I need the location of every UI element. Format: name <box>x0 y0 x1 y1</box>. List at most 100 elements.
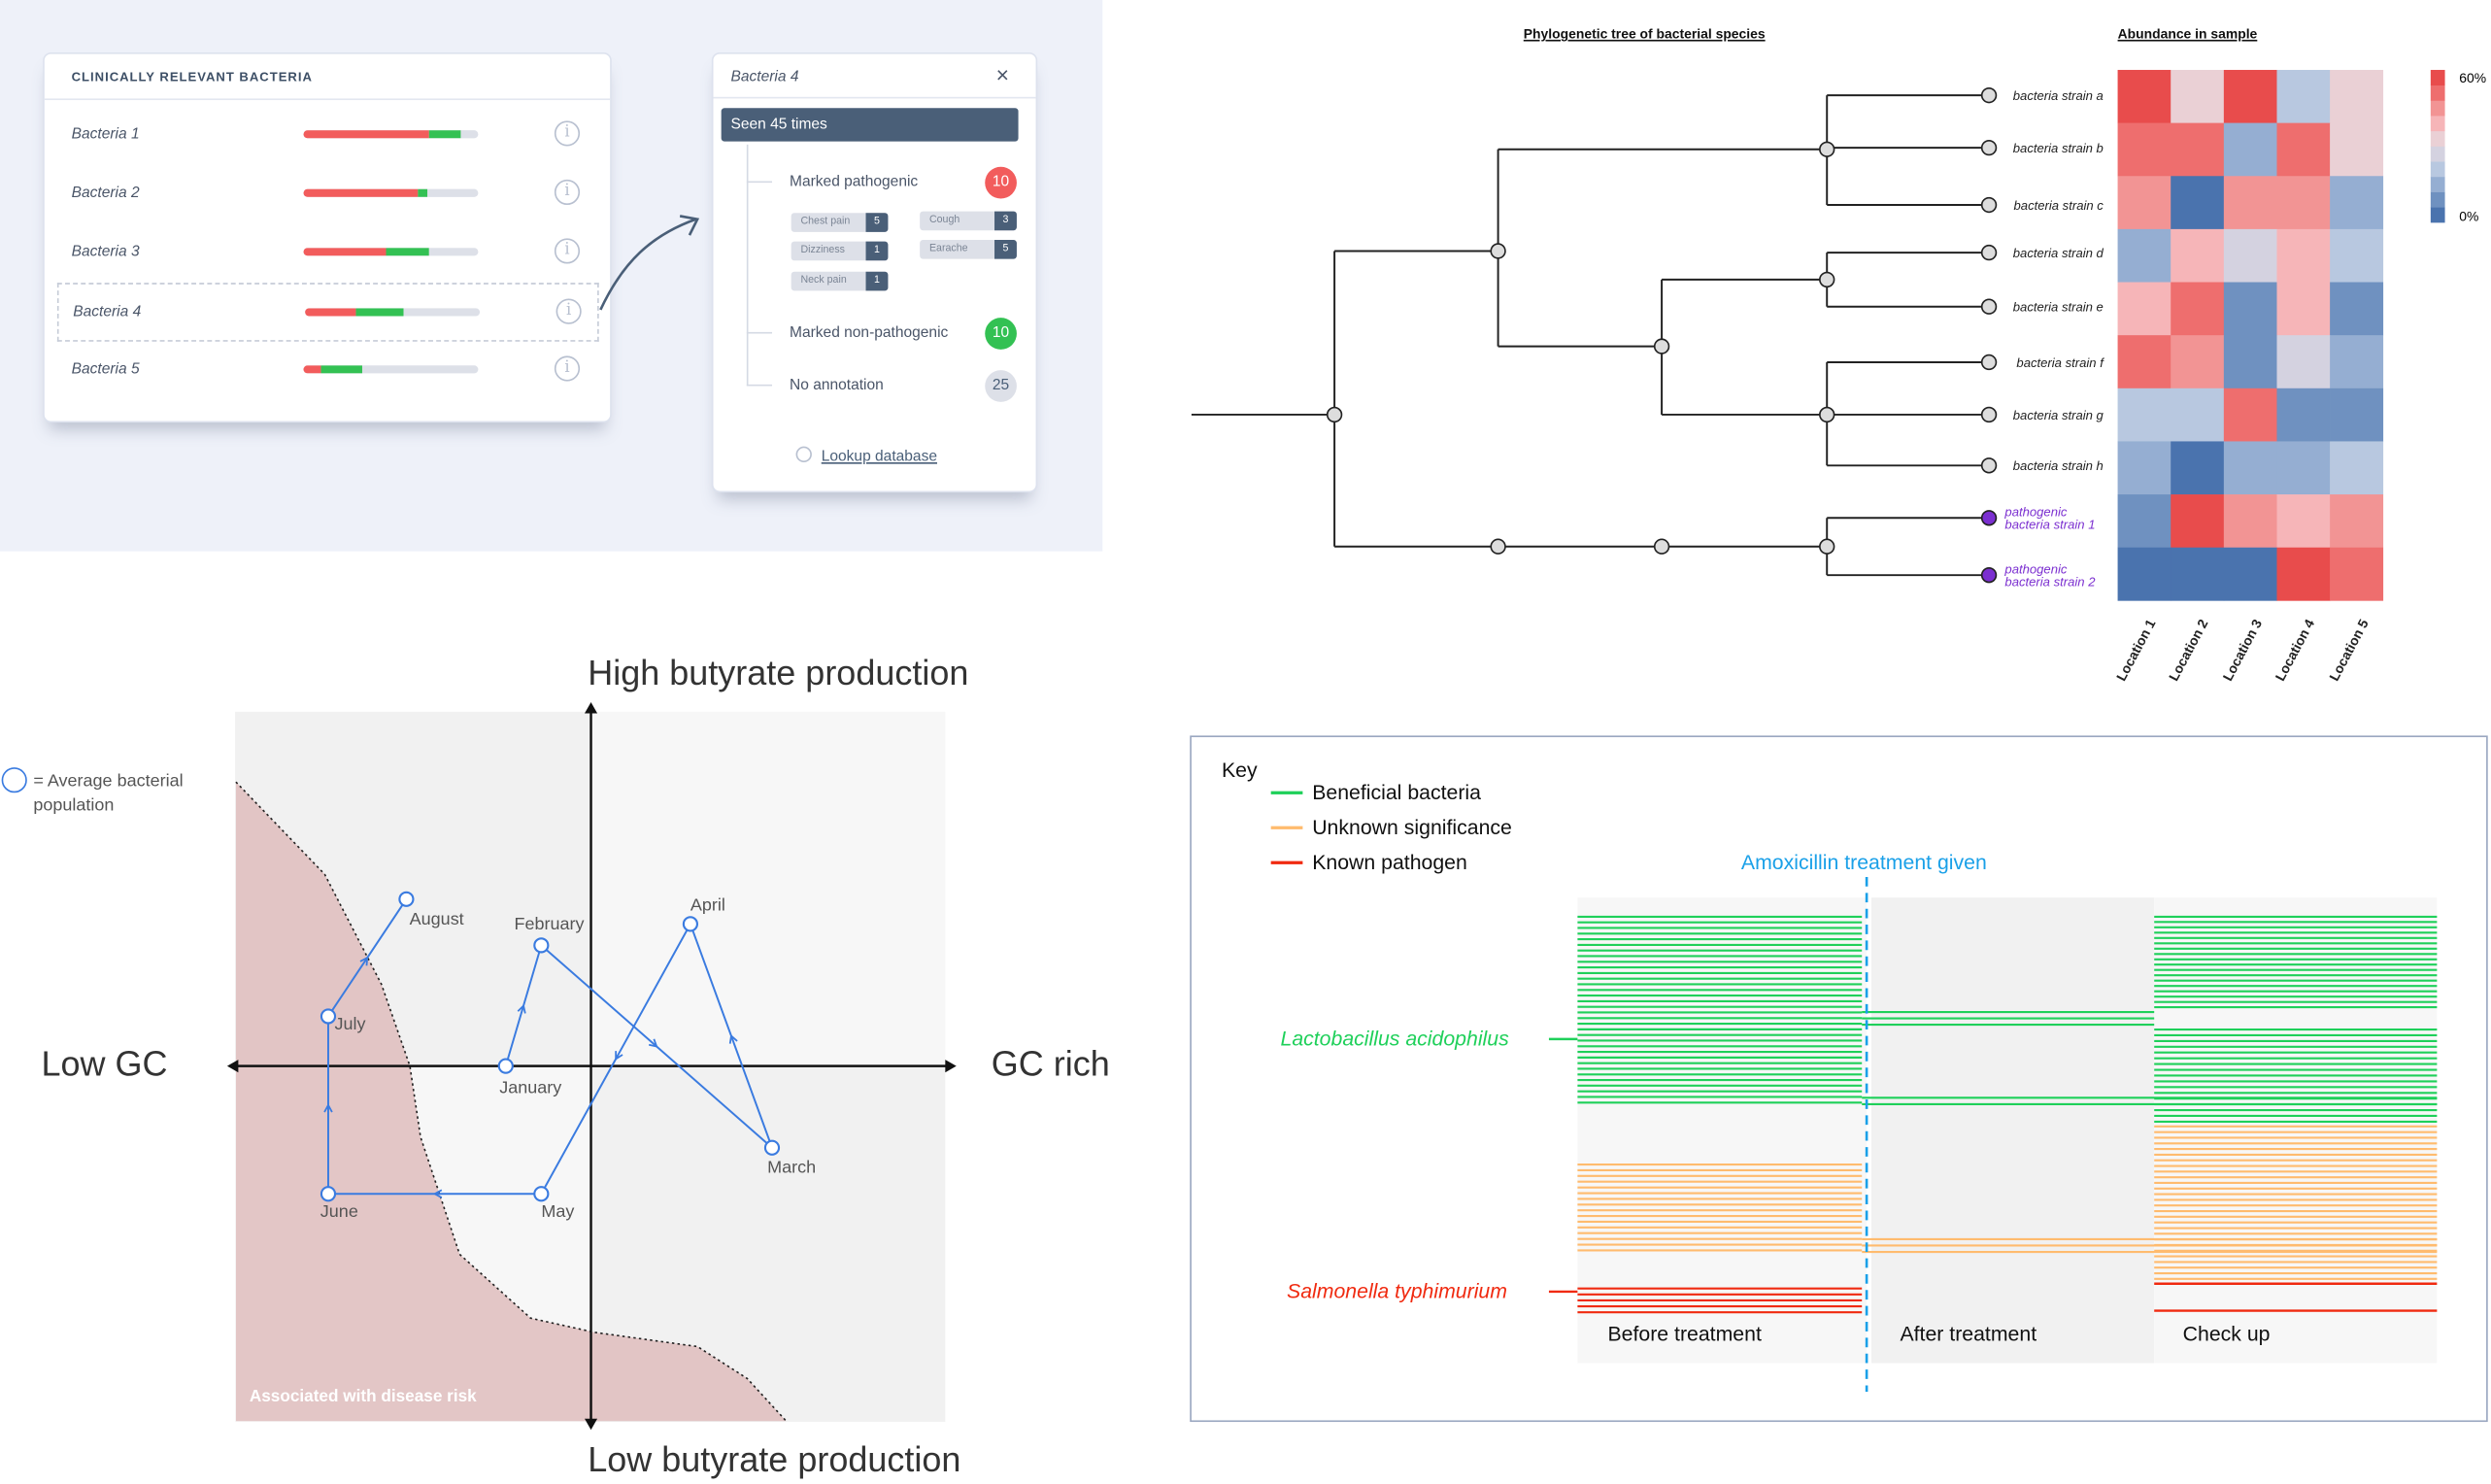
data-point <box>682 916 699 932</box>
legend-max: 60% <box>2459 69 2487 86</box>
info-icon[interactable]: i <box>554 179 581 206</box>
count-badge: 10 <box>985 166 1017 199</box>
column-label-before: Before treatment <box>1607 1322 1762 1346</box>
symptom-count: 1 <box>865 271 889 291</box>
heatmap-cell <box>2276 441 2331 495</box>
divider <box>713 96 1036 99</box>
heatmap-cell <box>2171 441 2225 495</box>
disease-risk-region <box>235 782 787 1422</box>
heatmap-cell <box>2276 282 2331 336</box>
leaf-node <box>1980 566 1998 584</box>
heatmap-cell <box>2117 69 2171 123</box>
disease-region-label: Associated with disease risk <box>249 1387 477 1406</box>
group-no-annotation[interactable]: No annotation 25 <box>746 370 1025 402</box>
tree-node <box>1490 538 1506 555</box>
column-before <box>1577 897 1868 1364</box>
heatmap-cell <box>2276 494 2331 549</box>
point-label: March <box>767 1159 817 1178</box>
heatmap-title: Abundance in sample <box>2117 25 2258 42</box>
tree-node <box>1819 271 1835 288</box>
leaf-label: bacteria strain b <box>2013 141 2104 155</box>
tree-node <box>1653 538 1670 555</box>
group-marked-non-pathogenic[interactable]: Marked non-pathogenic 10 <box>746 318 1025 350</box>
data-point <box>398 891 415 907</box>
direction-arrow <box>728 1033 738 1044</box>
legend-pathogen-swatch <box>1270 860 1303 864</box>
species-salmonella: Salmonella typhimurium <box>1287 1278 1507 1303</box>
symptom-count: 1 <box>865 241 889 261</box>
tree-node <box>1490 243 1506 259</box>
y-axis-bottom-label: Low butyrate production <box>588 1439 961 1479</box>
symptom-count: 5 <box>994 240 1017 259</box>
heatmap-cell <box>2223 335 2277 389</box>
info-icon[interactable]: i <box>555 298 582 324</box>
heatmap-cell <box>2330 122 2384 177</box>
bacteria-row[interactable]: Bacteria 5 i <box>57 342 596 397</box>
count-badge: 10 <box>985 318 1017 350</box>
search-icon <box>795 446 812 463</box>
lookup-database-link[interactable]: Lookup database <box>795 446 937 465</box>
pathogenic-fill <box>305 308 356 317</box>
heatmap-cell <box>2171 335 2225 389</box>
column-label-after: After treatment <box>1900 1322 2037 1346</box>
group-label: No annotation <box>790 376 884 394</box>
phylo-tree-title: Phylogenetic tree of bacterial species <box>1523 25 1766 42</box>
data-point <box>497 1058 514 1074</box>
info-icon[interactable]: i <box>554 355 581 382</box>
abundance-bar <box>303 248 479 256</box>
heatmap-cell <box>2223 282 2277 336</box>
info-icon[interactable]: i <box>554 238 581 264</box>
connector <box>746 384 773 387</box>
leaf-label: pathogenic <box>2003 562 2067 577</box>
legend-min: 0% <box>2459 208 2479 224</box>
leaf-node <box>1980 196 1998 214</box>
leaf-node <box>1980 298 1998 315</box>
heatmap-cell <box>2117 547 2171 601</box>
seen-count-banner: Seen 45 times <box>721 108 1019 142</box>
direction-arrow <box>432 1189 443 1198</box>
heatmap-cell <box>2223 122 2277 177</box>
abundance-bar <box>305 308 481 317</box>
heatmap-cell <box>2117 388 2171 442</box>
symptom-label: Cough <box>928 214 960 226</box>
heatmap-cell <box>2223 494 2277 549</box>
bacteria-name: Bacteria 5 <box>71 360 140 379</box>
heatmap-cell <box>2330 335 2384 389</box>
disease-boundary <box>235 781 788 1422</box>
heatmap-cell <box>2223 547 2277 601</box>
data-point <box>533 1186 550 1202</box>
direction-arrow <box>648 1038 658 1048</box>
heatmap-cell <box>2171 282 2225 336</box>
point-label: May <box>541 1203 575 1223</box>
info-icon[interactable]: i <box>554 120 581 147</box>
color-scale-swatch <box>2430 146 2445 162</box>
pathogenic-fill <box>303 188 418 197</box>
bacteria-row[interactable]: Bacteria 1 i <box>57 107 596 162</box>
non-pathogenic-fill <box>320 365 363 374</box>
leaf-label: bacteria strain h <box>2013 458 2104 473</box>
close-icon[interactable]: × <box>995 61 1010 87</box>
group-marked-pathogenic[interactable]: Marked pathogenic 10 <box>746 166 1025 199</box>
heatmap-cell <box>2223 228 2277 283</box>
direction-arrow <box>615 1051 623 1061</box>
color-scale-swatch <box>2430 161 2445 178</box>
leaf-node <box>1980 139 1998 156</box>
point-label: February <box>514 915 585 934</box>
heatmap-cell <box>2223 441 2277 495</box>
key-title: Key <box>1221 758 1258 782</box>
heatmap-cell <box>2171 547 2225 601</box>
bacteria-name: Bacteria 1 <box>71 125 140 144</box>
abundance-bar <box>303 365 479 374</box>
data-point <box>533 937 550 954</box>
bacteria-detail-popup: Bacteria 4 × Seen 45 times Marked pathog… <box>711 51 1038 493</box>
point-label: January <box>499 1078 562 1098</box>
